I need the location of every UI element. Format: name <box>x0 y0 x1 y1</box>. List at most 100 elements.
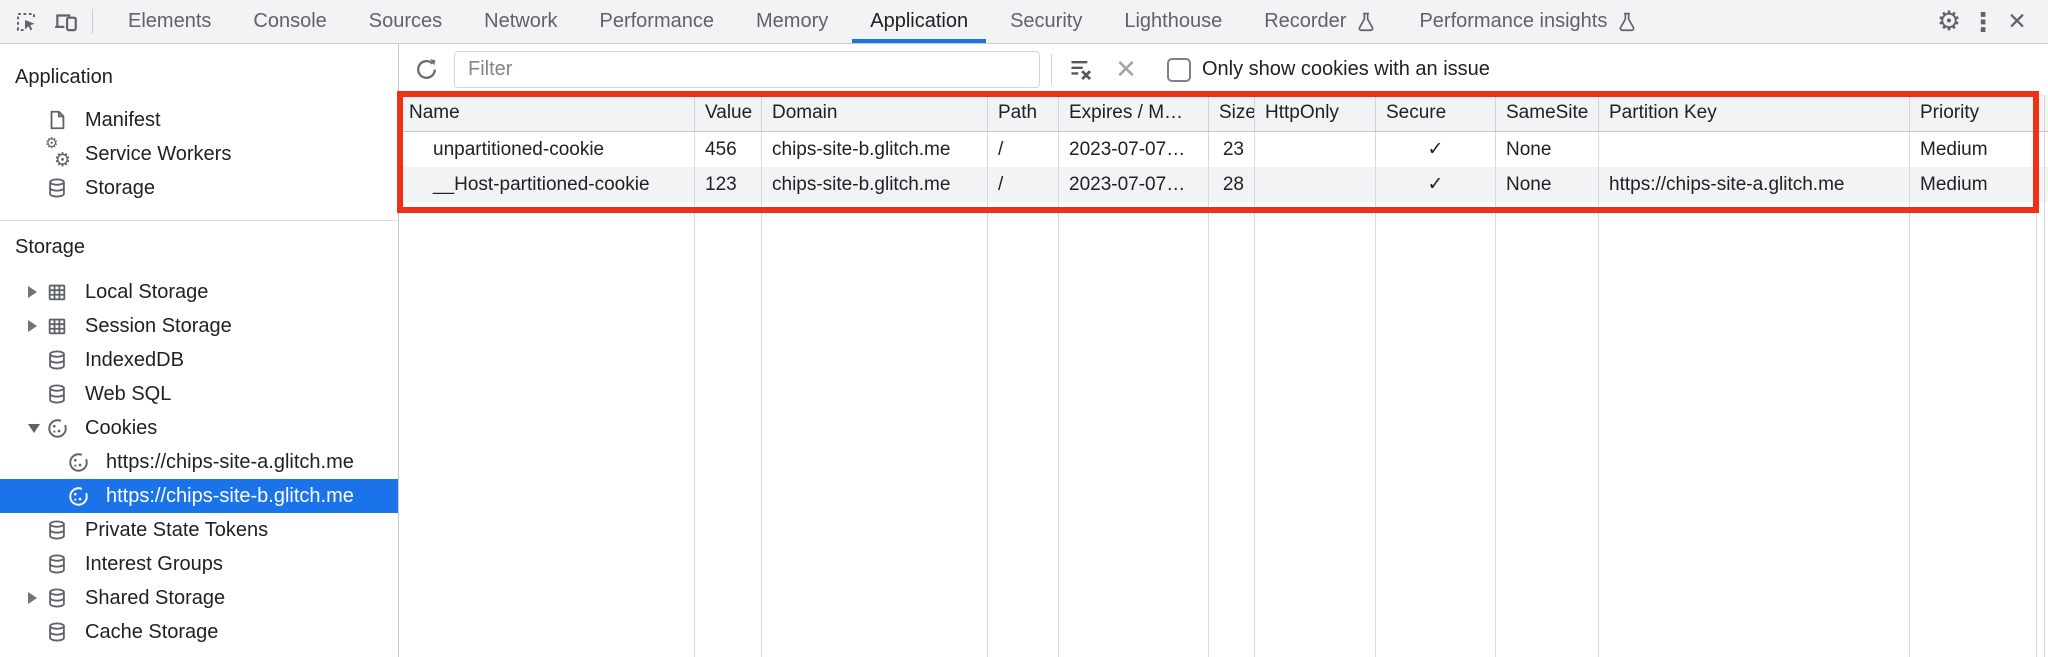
database-icon <box>45 552 69 576</box>
cell-size[interactable]: 23 <box>1209 132 1255 167</box>
cell-name[interactable]: __Host-partitioned-cookie <box>399 167 695 202</box>
column-header-domain[interactable]: Domain <box>762 95 988 131</box>
settings-gear-icon[interactable]: ⚙ <box>1936 6 1962 36</box>
sidebar-item-web-sql[interactable]: Web SQL <box>0 377 398 411</box>
clear-all-icon[interactable] <box>1063 53 1097 87</box>
inspect-icon[interactable] <box>6 0 46 43</box>
cell-priority[interactable]: Medium <box>1910 132 2037 167</box>
chevron-right-icon[interactable] <box>28 320 45 332</box>
close-icon[interactable]: ✕ <box>2007 8 2027 34</box>
column-header-path[interactable]: Path <box>988 95 1059 131</box>
column-header-name[interactable]: Name <box>399 95 695 131</box>
database-icon <box>45 176 69 200</box>
chevron-right-icon[interactable] <box>28 286 45 298</box>
cookies-pane: ✕ Only show cookies with an issue NameVa… <box>397 44 2048 657</box>
column-header-expires-m[interactable]: Expires / M… <box>1059 95 1209 131</box>
tab-label: Memory <box>756 10 829 32</box>
sidebar-item-label: Interest Groups <box>85 552 223 575</box>
experiment-flask-icon <box>1616 11 1638 33</box>
cell-secure[interactable]: ✓ <box>1376 167 1496 202</box>
cell-expires-m[interactable]: 2023-07-07… <box>1059 167 1209 202</box>
tab-lighthouse[interactable]: Lighthouse <box>1103 0 1243 43</box>
tab-label: Performance insights <box>1419 10 1608 32</box>
cell-name[interactable]: unpartitioned-cookie <box>399 132 695 167</box>
empty-grid-column <box>1255 202 1376 657</box>
column-header-size[interactable]: Size <box>1209 95 1255 131</box>
tab-elements[interactable]: Elements <box>107 0 232 43</box>
column-header-partition-key[interactable]: Partition Key <box>1599 95 1910 131</box>
cookies-toolbar: ✕ Only show cookies with an issue <box>399 44 2048 95</box>
empty-grid-column <box>762 202 988 657</box>
cell-samesite[interactable]: None <box>1496 132 1599 167</box>
cell-expires-m[interactable]: 2023-07-07… <box>1059 132 1209 167</box>
cell-path[interactable]: / <box>988 167 1059 202</box>
service-workers-icon: ⚙⚙ <box>45 135 71 171</box>
only-show-issues-label[interactable]: Only show cookies with an issue <box>1202 58 1490 80</box>
tab-performance-insights[interactable]: Performance insights <box>1398 0 1659 43</box>
sidebar-item-local-storage[interactable]: Local Storage <box>0 275 398 309</box>
sidebar-item-cookies[interactable]: Cookies <box>0 411 398 445</box>
cell-domain[interactable]: chips-site-b.glitch.me <box>762 132 988 167</box>
sidebar-item-label: https://chips-site-a.glitch.me <box>106 450 354 473</box>
filter-input[interactable] <box>454 51 1040 88</box>
delete-selected-icon[interactable]: ✕ <box>1115 54 1137 84</box>
cell-httponly[interactable] <box>1255 167 1376 202</box>
tab-label: Network <box>484 10 558 32</box>
tab-network[interactable]: Network <box>463 0 578 43</box>
cell-size[interactable]: 28 <box>1209 167 1255 202</box>
tab-sources[interactable]: Sources <box>348 0 463 43</box>
chevron-down-icon[interactable] <box>28 423 45 433</box>
tab-security[interactable]: Security <box>989 0 1103 43</box>
empty-grid-column <box>1059 202 1209 657</box>
cell-partition-key[interactable] <box>1599 132 1910 167</box>
cell-value[interactable]: 456 <box>695 132 762 167</box>
tab-memory[interactable]: Memory <box>735 0 849 43</box>
devtools-tab-bar: Elements Console Sources Network Performance… <box>0 0 2048 44</box>
cell-partition-key[interactable]: https://chips-site-a.glitch.me <box>1599 167 1910 202</box>
sidebar-item-label: Shared Storage <box>85 586 226 609</box>
cell-domain[interactable]: chips-site-b.glitch.me <box>762 167 988 202</box>
sidebar-item-cache-storage[interactable]: Cache Storage <box>0 615 398 649</box>
sidebar-item-interest-groups[interactable]: Interest Groups <box>0 547 398 581</box>
empty-grid-column <box>695 202 762 657</box>
tab-performance[interactable]: Performance <box>579 0 736 43</box>
tab-label: Performance <box>599 10 715 32</box>
sidebar-item-shared-storage[interactable]: Shared Storage <box>0 581 398 615</box>
sidebar-item-storage[interactable]: Storage <box>0 171 398 205</box>
tab-application[interactable]: Application <box>849 0 989 43</box>
sidebar-item-https-chips-site-b-glitch-me[interactable]: https://chips-site-b.glitch.me <box>0 479 398 513</box>
tab-label: Application <box>870 10 969 32</box>
tab-recorder[interactable]: Recorder <box>1243 0 1398 43</box>
cell-priority[interactable]: Medium <box>1910 167 2037 202</box>
sidebar-item-session-storage[interactable]: Session Storage <box>0 309 398 343</box>
column-header-value[interactable]: Value <box>695 95 762 131</box>
sidebar-item-https-chips-site-a-glitch-me[interactable]: https://chips-site-a.glitch.me <box>0 445 398 479</box>
device-toolbar-icon[interactable] <box>46 0 86 43</box>
cell-httponly[interactable] <box>1255 132 1376 167</box>
pane-right-edge <box>2044 95 2045 657</box>
cell-path[interactable]: / <box>988 132 1059 167</box>
tab-label: Lighthouse <box>1124 10 1223 32</box>
column-header-priority[interactable]: Priority <box>1910 95 2037 131</box>
column-header-secure[interactable]: Secure <box>1376 95 1496 131</box>
sidebar-item-manifest[interactable]: Manifest <box>0 103 398 137</box>
sidebar-item-service-workers[interactable]: ⚙⚙Service Workers <box>0 135 398 171</box>
sidebar-item-label: Local Storage <box>85 280 209 303</box>
sidebar-item-indexeddb[interactable]: IndexedDB <box>0 343 398 377</box>
chevron-right-icon[interactable] <box>28 592 45 604</box>
tab-label: Console <box>253 10 327 32</box>
column-header-httponly[interactable]: HttpOnly <box>1255 95 1376 131</box>
cell-samesite[interactable]: None <box>1496 167 1599 202</box>
cookie-icon <box>66 484 90 508</box>
kebab-menu-icon[interactable]: ⋮ <box>1970 6 1996 37</box>
column-header-samesite[interactable]: SameSite <box>1496 95 1599 131</box>
tabbar-right-controls: ⚙ ⋮ ✕ <box>1921 0 2048 43</box>
refresh-icon[interactable] <box>409 53 443 87</box>
cell-secure[interactable]: ✓ <box>1376 132 1496 167</box>
cell-value[interactable]: 123 <box>695 167 762 202</box>
tab-console[interactable]: Console <box>232 0 347 43</box>
sidebar-item-private-state-tokens[interactable]: Private State Tokens <box>0 513 398 547</box>
only-show-issues-checkbox[interactable] <box>1167 57 1191 82</box>
